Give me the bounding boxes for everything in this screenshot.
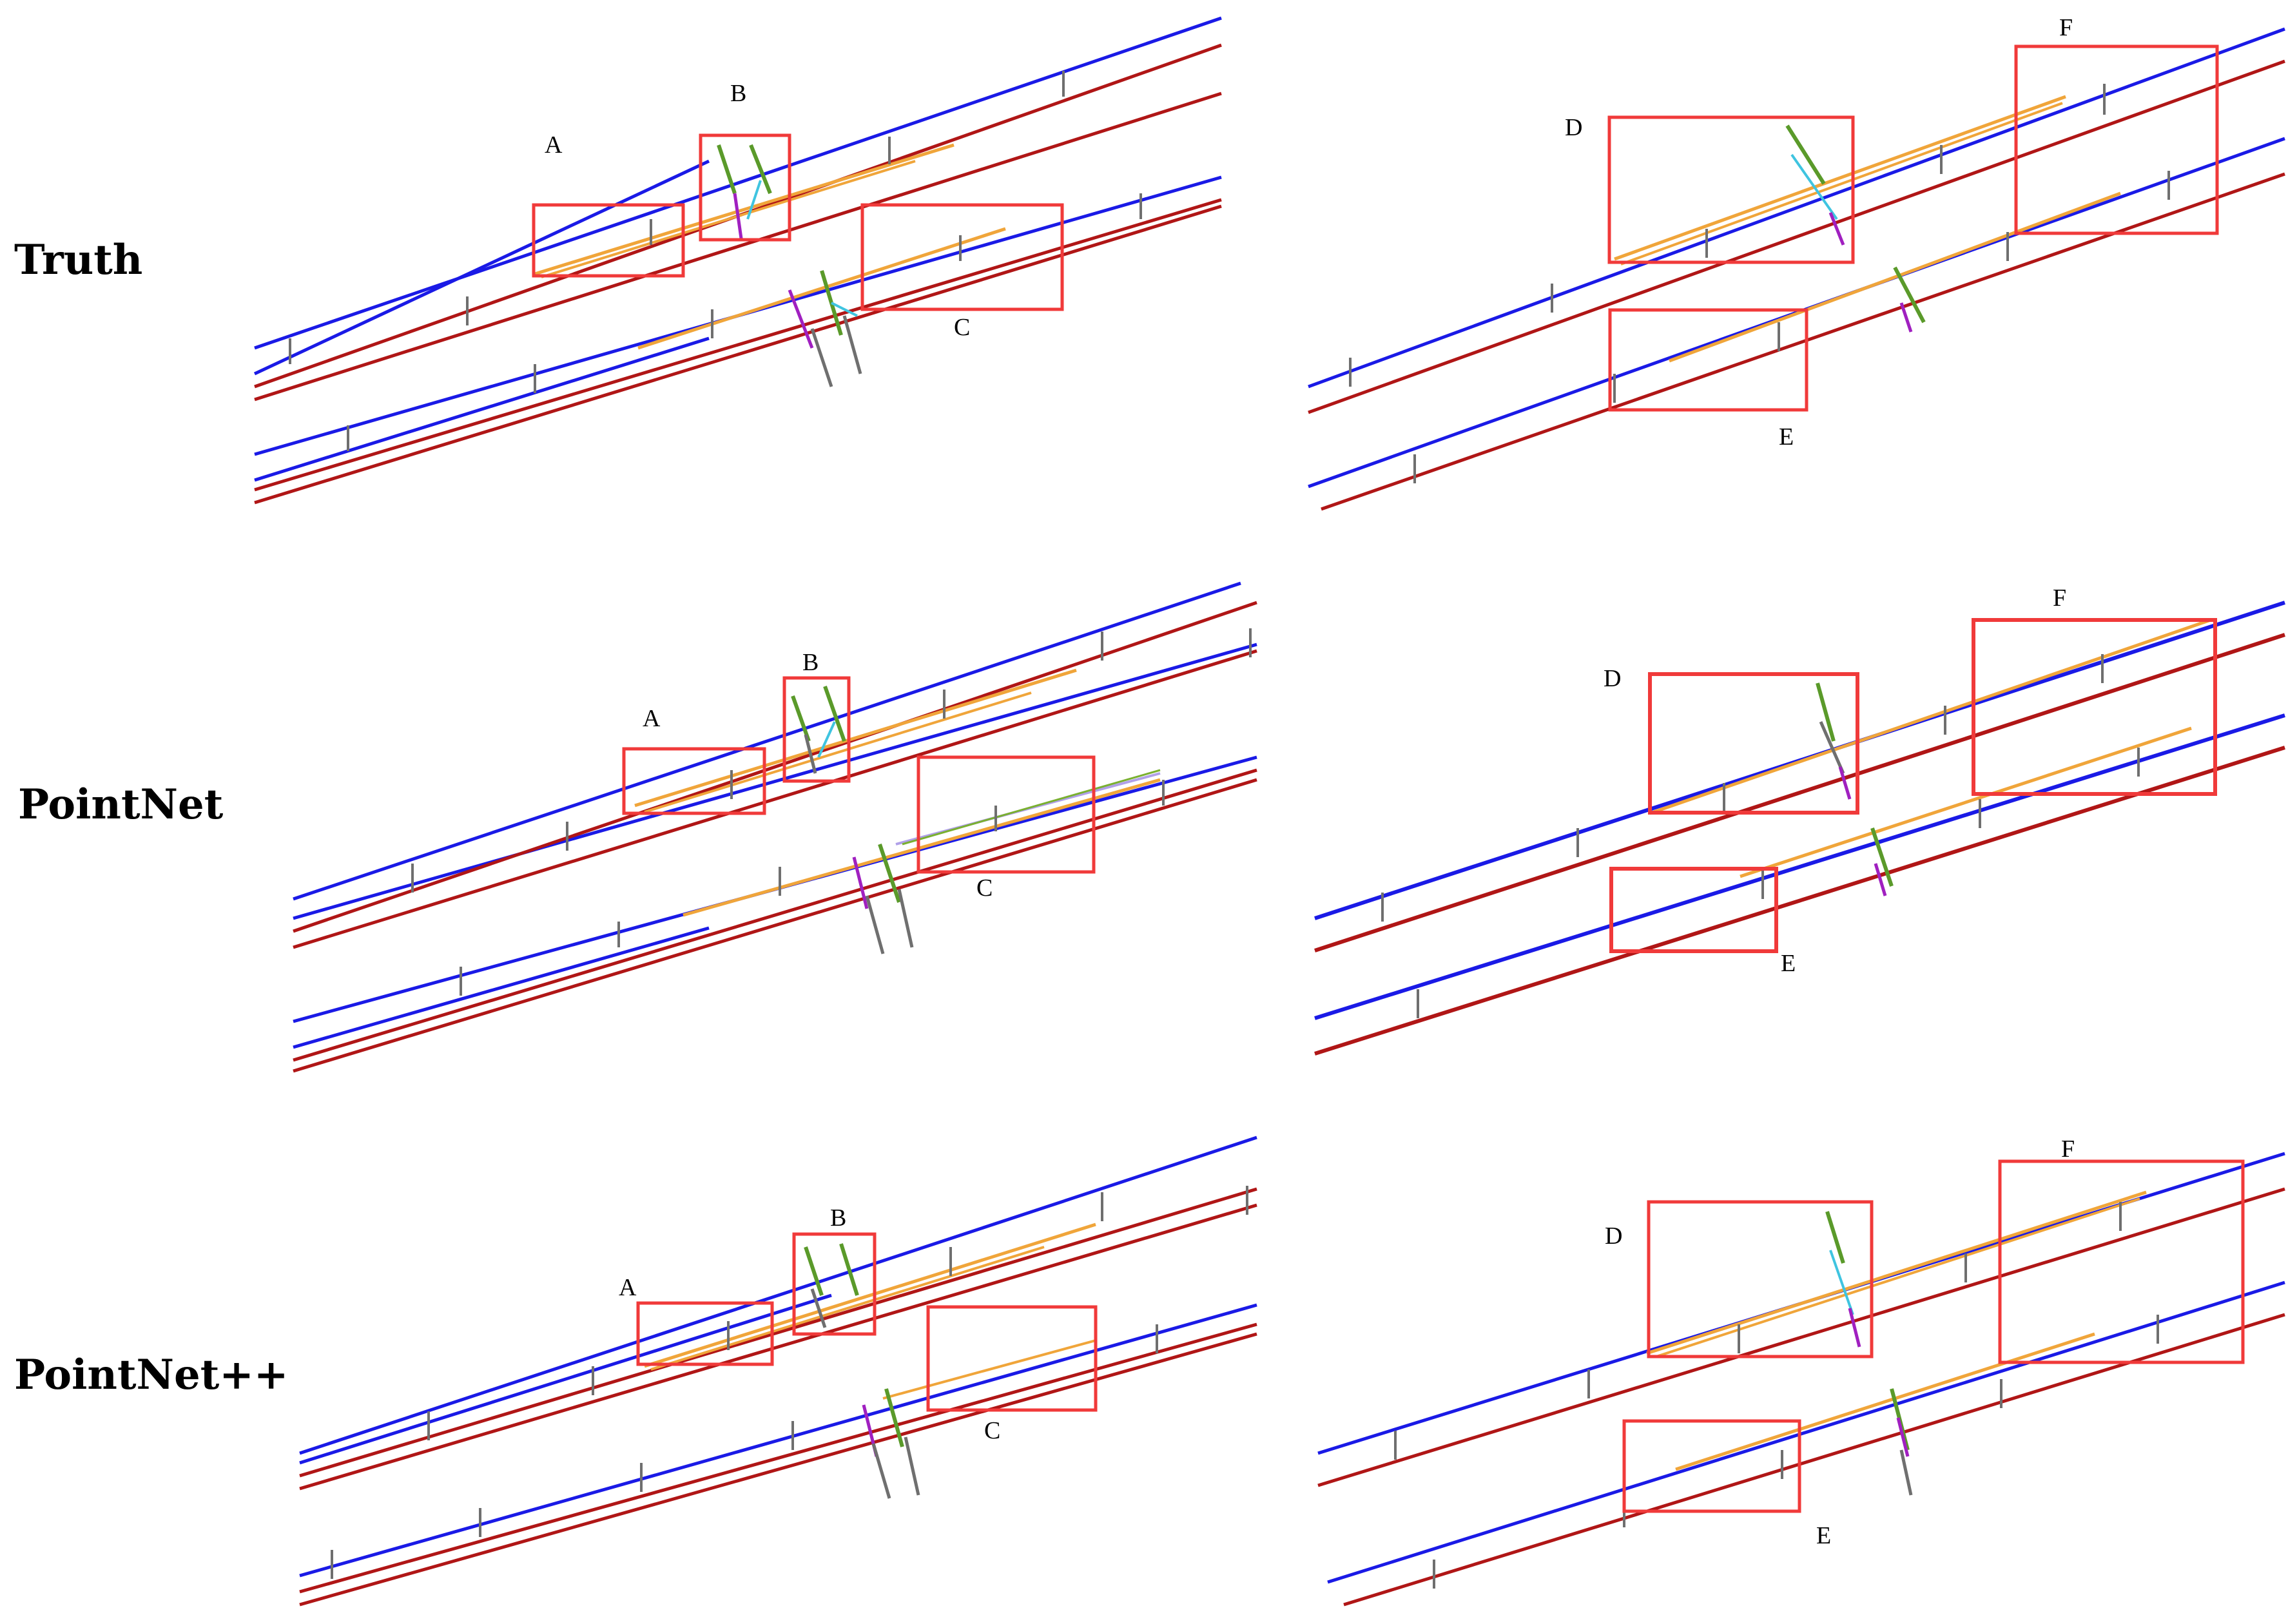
box-a <box>622 747 766 815</box>
box-label-c: C <box>954 314 970 341</box>
box-label-a: A <box>545 131 563 159</box>
box-a <box>636 1301 774 1366</box>
box-label-e: E <box>1781 950 1796 977</box>
box-label-d: D <box>1604 665 1621 692</box>
box-e <box>1609 867 1778 953</box>
box-c <box>860 203 1064 311</box>
box-label-b: B <box>802 649 819 676</box>
box-f <box>2014 44 2219 235</box>
box-e <box>1608 308 1808 412</box>
box-c <box>916 755 1096 874</box>
panel-truth-left: A B C <box>253 16 1222 505</box>
box-label-d: D <box>1605 1223 1622 1250</box>
box-d <box>1647 1200 1874 1358</box>
box-c <box>926 1305 1098 1412</box>
row-label-pointnetpp: PointNet++ <box>14 1351 289 1399</box>
box-label-b: B <box>730 80 746 107</box>
panel-pointnetpp-right: D E F <box>1317 1136 2285 1607</box>
box-f <box>1998 1159 2245 1364</box>
box-label-c: C <box>984 1417 1000 1444</box>
box-label-b: B <box>830 1204 846 1232</box>
box-label-f: F <box>2059 14 2073 41</box>
box-b <box>699 133 791 242</box>
box-label-f: F <box>2053 585 2066 612</box>
box-label-e: E <box>1779 423 1794 450</box>
panel-pointnet-right: D E F <box>1314 585 2285 1056</box>
panel-pointnet-left: A B C <box>293 581 1257 1073</box>
box-b <box>782 676 851 783</box>
box-label-a: A <box>643 705 661 732</box>
box-d <box>1648 672 1859 815</box>
box-label-e: E <box>1816 1522 1831 1549</box>
panel-truth-right: D E F <box>1308 14 2285 511</box>
row-label-truth: Truth <box>14 236 142 284</box>
box-label-a: A <box>619 1274 637 1301</box>
box-a <box>532 203 685 278</box>
row-label-pointnet: PointNet <box>18 780 224 829</box>
box-f <box>1972 618 2217 796</box>
box-b <box>792 1232 877 1336</box>
box-label-d: D <box>1565 114 1582 141</box>
box-label-f: F <box>2061 1136 2075 1163</box>
box-label-c: C <box>976 875 993 902</box>
panel-pointnetpp-left: A B C <box>299 1136 1257 1607</box>
box-d <box>1607 115 1855 264</box>
box-e <box>1622 1419 1801 1513</box>
